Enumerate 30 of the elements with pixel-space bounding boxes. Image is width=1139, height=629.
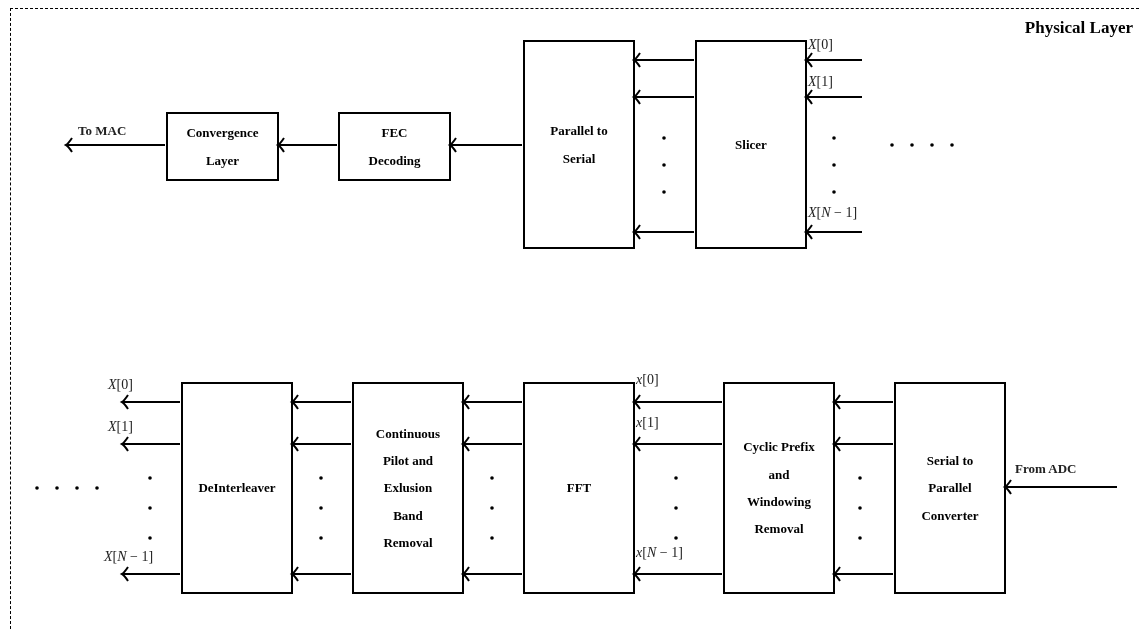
edge-label: X[1] bbox=[808, 75, 833, 89]
process-block bbox=[166, 112, 279, 181]
edge-label: X[N − 1] bbox=[808, 206, 858, 220]
edge-label: x[N − 1] bbox=[636, 546, 683, 560]
process-block bbox=[723, 382, 835, 594]
process-block bbox=[352, 382, 464, 594]
edge-label: X[0] bbox=[108, 378, 133, 392]
edge-label: x[0] bbox=[636, 373, 659, 387]
block-label: Serial to Parallel Converter bbox=[920, 452, 980, 525]
process-block bbox=[695, 40, 807, 249]
block-label: FEC Decoding bbox=[367, 124, 422, 170]
process-block bbox=[894, 382, 1006, 594]
process-block bbox=[523, 382, 635, 594]
process-block bbox=[338, 112, 451, 181]
process-block bbox=[523, 40, 635, 249]
block-label: Convergence Layer bbox=[185, 124, 260, 170]
edge-label: From ADC bbox=[1015, 462, 1077, 475]
edge-label: X[N − 1] bbox=[104, 550, 154, 564]
block-label: Parallel to Serial bbox=[549, 122, 609, 168]
edge-label: X[1] bbox=[108, 420, 133, 434]
edge-label: X[0] bbox=[808, 38, 833, 52]
block-label: DeInterleaver bbox=[198, 479, 276, 498]
edge-label: To MAC bbox=[78, 124, 127, 137]
block-label: Continuous Pilot and Exlusion Band Removal bbox=[374, 424, 442, 552]
layer-heading: Physical Layer bbox=[1024, 18, 1133, 38]
block-label: Cyclic Prefix and Windowing Removal bbox=[742, 438, 816, 539]
block-label: Slicer bbox=[735, 135, 767, 154]
block-label: FFT bbox=[566, 479, 592, 498]
edge-label: x[1] bbox=[636, 416, 659, 430]
process-block bbox=[181, 382, 293, 594]
